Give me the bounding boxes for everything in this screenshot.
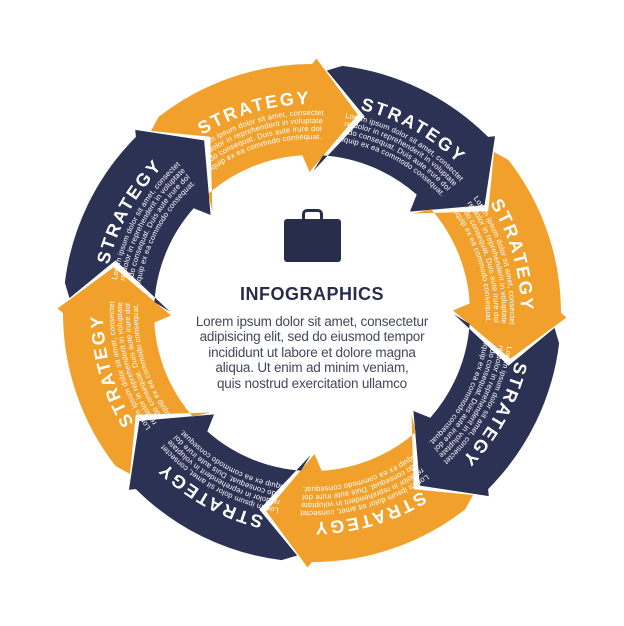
- intro-text-line: quis nostrud exercitation ullamco: [216, 375, 407, 391]
- briefcase-body: [283, 219, 341, 262]
- intro-text: Lorem ipsum dolor sit amet, consectetur …: [0, 314, 624, 391]
- center-content: INFOGRAPHICS Lorem ipsum dolor sit amet,…: [0, 209, 624, 391]
- briefcase-handle: [301, 209, 323, 219]
- page-title: INFOGRAPHICS: [239, 284, 384, 304]
- intro-text-line: aliqua. Ut enim ad minim veniam,: [215, 360, 409, 376]
- strategy-arrow-bottom-left: STRATEGY Lorem ipsum dolor sit amet, con…: [126, 411, 313, 562]
- strategy-arrow-top-right: STRATEGY Lorem ipsum dolor sit amet, con…: [311, 64, 498, 215]
- intro-text-line: adipisicing elit, sed do eiusmod tempor: [199, 329, 425, 345]
- intro-text-line: Lorem ipsum dolor sit amet, consectetur: [195, 314, 429, 329]
- briefcase-icon: [283, 209, 341, 262]
- strategy-arrow-bottom-right: STRATEGY Lorem ipsum dolor sit amet, con…: [410, 312, 561, 499]
- intro-text-line: incididunt ut labore et dolore magna: [208, 344, 416, 360]
